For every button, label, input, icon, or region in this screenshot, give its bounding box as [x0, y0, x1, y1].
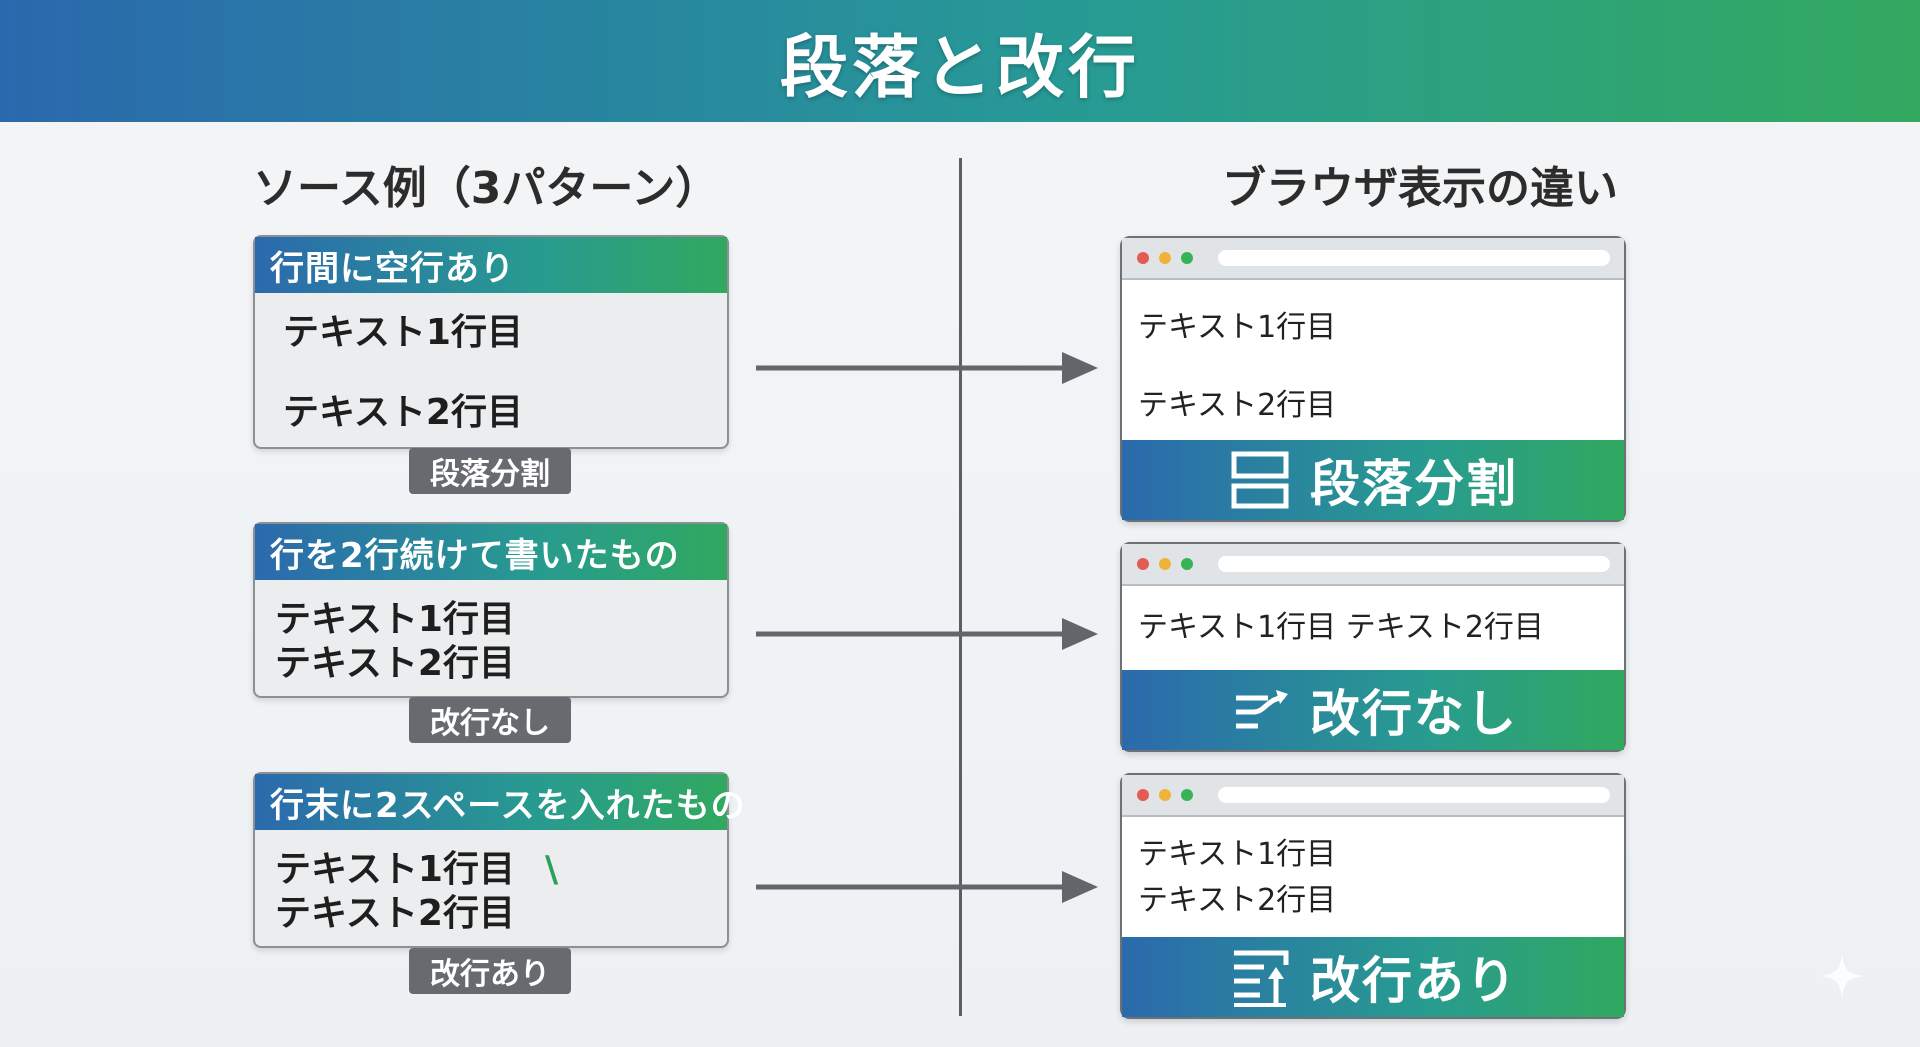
- pattern-tag: 改行なし: [409, 697, 571, 743]
- browser-window-2: テキスト1行目 テキスト2行目 改行なし: [1120, 542, 1626, 752]
- browser-window-3: テキスト1行目 テキスト2行目 改行あり: [1120, 773, 1626, 1019]
- arrow-right-icon: [756, 618, 1098, 650]
- source-line-text: テキスト1行目: [275, 849, 515, 890]
- pattern-tag: 段落分割: [409, 448, 571, 494]
- close-dot-icon: [1137, 789, 1149, 801]
- source-card-label: 行を2行続けて書いたもの: [255, 524, 727, 580]
- pattern-tag: 改行あり: [409, 948, 571, 994]
- maximize-dot-icon: [1181, 252, 1193, 264]
- address-bar: [1218, 787, 1610, 803]
- source-card-label: 行間に空行あり: [255, 237, 727, 293]
- result-label: 段落分割: [1310, 455, 1518, 513]
- right-heading: ブラウザ表示の違い: [1222, 163, 1618, 214]
- paragraph-split-icon: [1231, 451, 1289, 509]
- trailing-space-mark: \: [544, 849, 559, 890]
- left-heading: ソース例（3パターン）: [253, 163, 720, 214]
- address-bar: [1218, 250, 1610, 266]
- source-card-1: 行間に空行あり テキスト1行目 テキスト2行目: [253, 235, 729, 449]
- title-banner: 段落と改行: [0, 0, 1920, 122]
- result-label: 改行なし: [1310, 685, 1518, 743]
- page-title: 段落と改行: [779, 28, 1140, 108]
- line-break-icon: [1234, 950, 1289, 1007]
- arrow-right-icon: [756, 871, 1098, 903]
- rendered-line: テキスト2行目: [1138, 883, 1337, 918]
- source-card-body: テキスト1行目 テキスト2行目: [255, 580, 727, 694]
- source-line: テキスト1行目 \: [275, 840, 558, 892]
- result-label: 改行あり: [1310, 952, 1518, 1010]
- source-card-3: 行末に2スペースを入れたもの テキスト1行目 \ テキスト2行目: [253, 772, 745, 948]
- center-divider: [959, 158, 962, 1016]
- result-banner: 改行なし: [1122, 670, 1624, 750]
- source-line: テキスト2行目: [275, 643, 515, 684]
- source-line: テキスト1行目: [283, 312, 523, 353]
- rendered-line: テキスト1行目: [1138, 837, 1337, 872]
- source-line: テキスト2行目: [275, 893, 515, 934]
- minimize-dot-icon: [1159, 789, 1171, 801]
- no-line-break-icon: [1236, 690, 1288, 729]
- maximize-dot-icon: [1181, 558, 1193, 570]
- minimize-dot-icon: [1159, 252, 1171, 264]
- result-banner: 段落分割: [1122, 440, 1624, 520]
- source-line: テキスト1行目: [275, 599, 515, 640]
- source-card-body: テキスト1行目 テキスト2行目: [255, 293, 727, 445]
- browser-titlebar: [1122, 775, 1624, 817]
- result-banner: 改行あり: [1122, 937, 1624, 1017]
- rendered-line: テキスト2行目: [1138, 388, 1337, 423]
- address-bar: [1218, 556, 1610, 572]
- source-line: テキスト2行目: [283, 392, 523, 433]
- maximize-dot-icon: [1181, 789, 1193, 801]
- rendered-line: テキスト1行目 テキスト2行目: [1138, 610, 1544, 645]
- close-dot-icon: [1137, 252, 1149, 264]
- minimize-dot-icon: [1159, 558, 1171, 570]
- browser-titlebar: [1122, 238, 1624, 280]
- source-card-2: 行を2行続けて書いたもの テキスト1行目 テキスト2行目: [253, 522, 729, 698]
- close-dot-icon: [1137, 558, 1149, 570]
- browser-window-1: テキスト1行目 テキスト2行目 段落分割: [1120, 236, 1626, 522]
- arrow-right-icon: [756, 352, 1098, 384]
- sparkle-icon: [1820, 954, 1864, 998]
- browser-titlebar: [1122, 544, 1624, 586]
- source-card-body: テキスト1行目 \ テキスト2行目: [255, 830, 727, 944]
- source-card-label: 行末に2スペースを入れたもの: [255, 774, 745, 830]
- rendered-line: テキスト1行目: [1138, 310, 1337, 345]
